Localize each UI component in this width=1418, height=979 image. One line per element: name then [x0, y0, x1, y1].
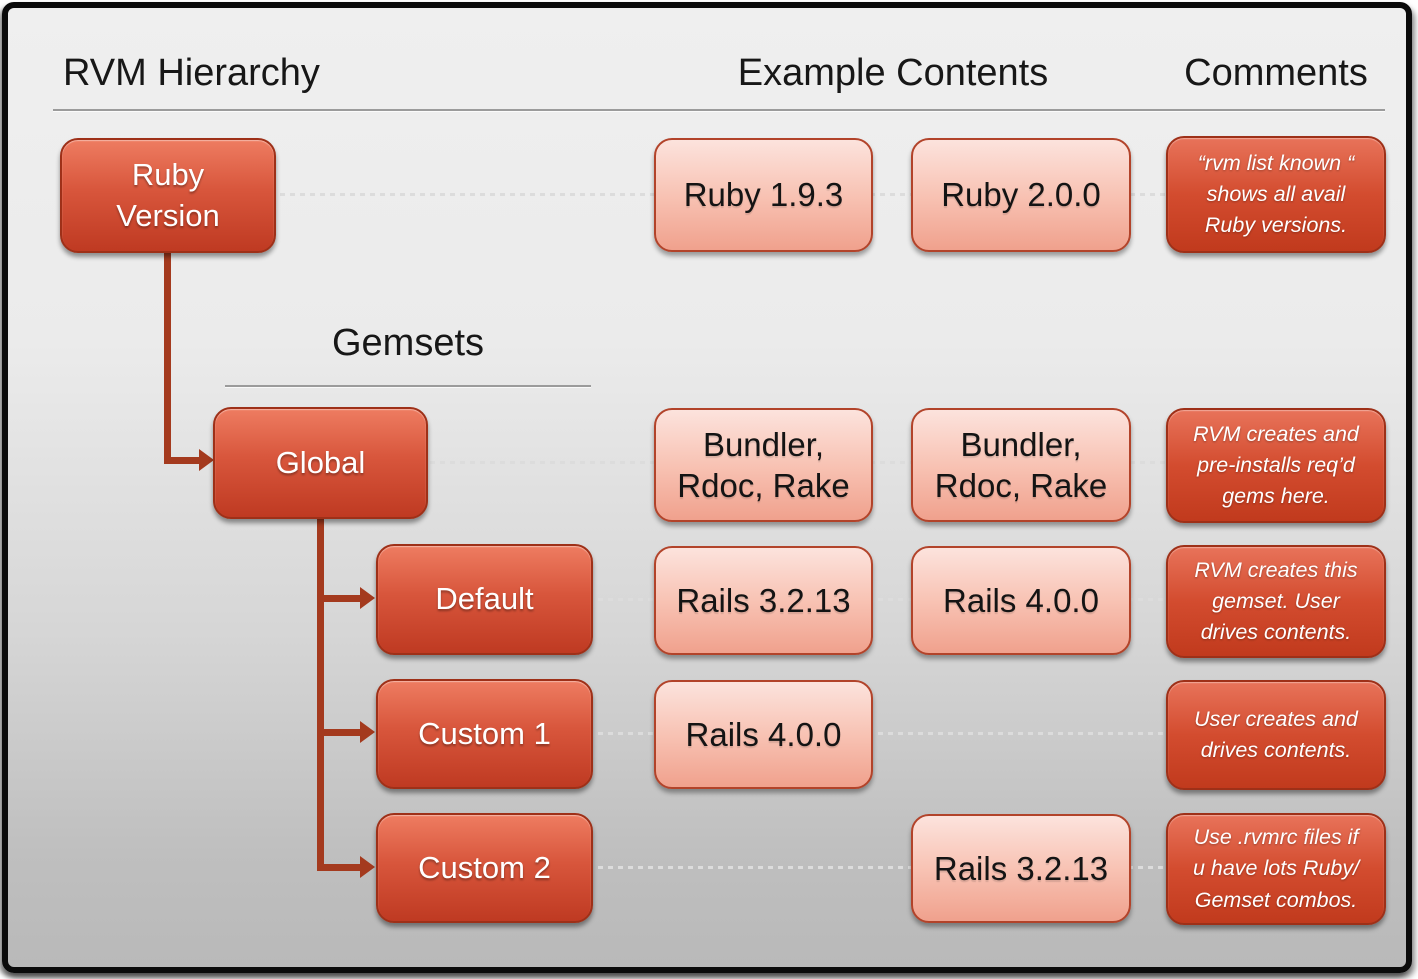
- example-box-ruby-200: Ruby 2.0.0: [911, 138, 1131, 252]
- node-global: Global: [213, 407, 428, 519]
- arrow-branch-custom1: [317, 729, 363, 736]
- example-box-global-gems-b: Bundler, Rdoc, Rake: [911, 408, 1131, 522]
- column-header-comments: Comments: [1184, 52, 1368, 94]
- header-divider: [53, 109, 1385, 111]
- comment-box-default: RVM creates this gemset. User drives con…: [1166, 545, 1386, 658]
- comment-box-global: RVM creates and pre-installs req’d gems …: [1166, 408, 1386, 523]
- comment-box-custom1: User creates and drives contents.: [1166, 680, 1386, 790]
- node-custom-2: Custom 2: [376, 813, 593, 923]
- arrow-ruby-to-global-horizontal: [164, 457, 202, 464]
- example-box-default-rails-3213: Rails 3.2.13: [654, 546, 873, 655]
- column-header-examples: Example Contents: [737, 52, 1049, 94]
- example-box-custom2-rails-3213: Rails 3.2.13: [911, 814, 1131, 923]
- arrow-branch-custom2: [317, 864, 363, 871]
- arrowhead-custom1-icon: [360, 721, 375, 743]
- row-connector-default: [588, 598, 1170, 601]
- node-ruby-version: Ruby Version: [60, 138, 276, 253]
- arrow-branch-default: [317, 595, 363, 602]
- example-box-ruby-193: Ruby 1.9.3: [654, 138, 873, 252]
- arrow-global-trunk-vertical: [317, 517, 324, 871]
- comment-box-custom2: Use .rvmrc files if u have lots Ruby/ Ge…: [1166, 813, 1386, 925]
- arrowhead-default-icon: [360, 587, 375, 609]
- node-default: Default: [376, 544, 593, 655]
- comment-box-ruby: “rvm list known “ shows all avail Ruby v…: [1166, 136, 1386, 253]
- row-connector-custom2: [588, 866, 1170, 869]
- example-box-default-rails-400: Rails 4.0.0: [911, 546, 1131, 655]
- row-connector-custom1: [588, 732, 1170, 735]
- example-box-global-gems-a: Bundler, Rdoc, Rake: [654, 408, 873, 522]
- arrowhead-custom2-icon: [360, 856, 375, 878]
- node-custom-1: Custom 1: [376, 679, 593, 789]
- column-header-hierarchy: RVM Hierarchy: [63, 52, 320, 94]
- example-box-custom1-rails-400: Rails 4.0.0: [654, 680, 873, 789]
- arrow-ruby-to-global-vertical: [164, 251, 171, 461]
- gemsets-divider: [225, 385, 591, 387]
- gemsets-header: Gemsets: [331, 322, 485, 364]
- arrowhead-global-icon: [199, 449, 214, 471]
